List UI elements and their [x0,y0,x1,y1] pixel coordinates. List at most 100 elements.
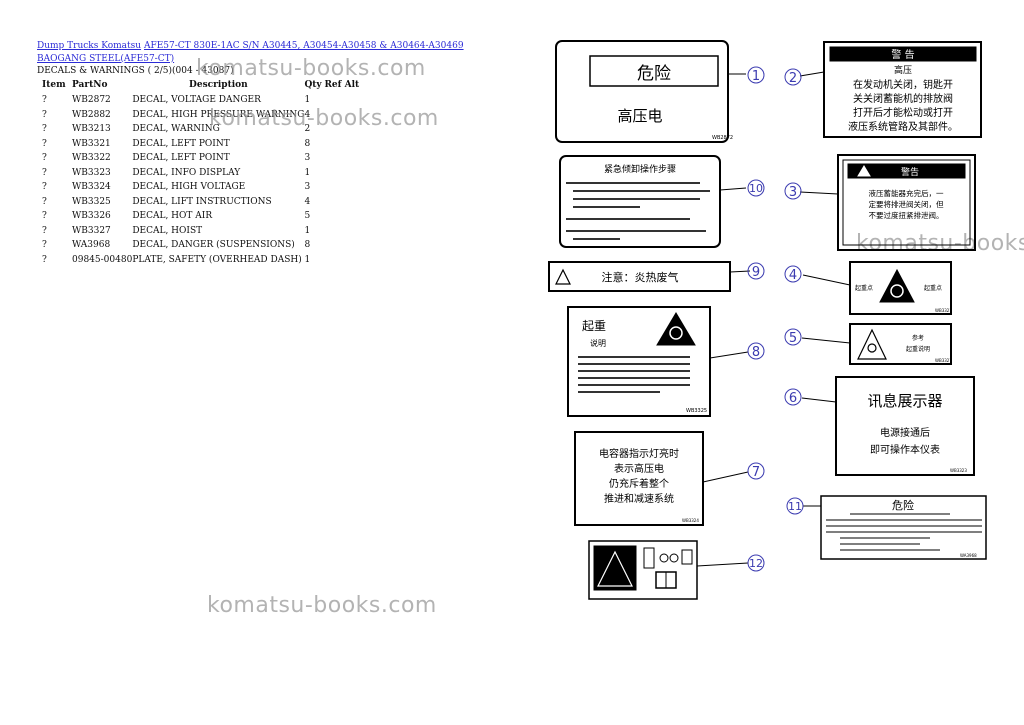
decal11-code: WA3968 [960,553,977,558]
decal1-code: WB2872 [712,135,733,141]
decal11-title: 危险 [892,498,914,512]
decal3-header: 警告 [901,166,919,178]
row-qty: 2 [304,124,311,135]
decal1-text: 高压电 [617,107,662,125]
row-description: DECAL, DANGER (SUSPENSIONS) [132,240,295,251]
svg-text:10: 10 [749,182,763,195]
row-partno: WB3323 [72,167,111,178]
decal9-text: 注意：炎热废气 [602,270,679,284]
callout-6: 6 [784,388,802,406]
decal5-code: WB3327 [935,358,952,363]
row-qty: 1 [304,254,311,265]
row-partno: WB3325 [72,196,111,207]
row-description: DECAL, HOT AIR [132,211,213,222]
row-qty: 8 [304,138,311,149]
decal2-line4: 液压系统管路及其部件。 [848,120,958,133]
svg-text:2: 2 [789,71,797,86]
row-item: ? [42,95,47,106]
decal-info-display: 讯息展示器 电源接通后 即可操作本仪表 WB3323 [801,376,975,476]
callout-5: 5 [784,328,802,346]
decal7-line2: 表示高压电 [614,462,664,475]
col-refalt: Ref Alt [324,80,360,90]
parts-table: Item PartNo Description Qty Ref Alt ?WB2… [37,79,359,267]
decal-drawing: 危险 高压电 WB2872 警 告 高压 在发动机关闭，钥匙开 关关闭蓄能机的排… [548,40,987,600]
decal1-title: 危险 [637,64,671,84]
row-item: ? [42,167,47,178]
row-description: DECAL, HIGH VOLTAGE [132,182,246,193]
decal6-line1: 讯息展示器 [867,392,942,410]
decal4-left: 起重点 [855,284,873,292]
svg-text:3: 3 [789,185,797,200]
callout-1: 1 [747,66,765,84]
row-partno: WB2872 [72,95,111,106]
row-qty: 4 [304,196,311,207]
row-description: PLATE, SAFETY (OVERHEAD DASH) [132,254,302,265]
decal7-line1: 电容器指示灯亮时 [599,447,679,460]
decal7-line3: 仍充斥着整个 [609,477,669,490]
col-item: Item [42,80,66,90]
row-refalt [324,224,359,239]
svg-text:4: 4 [789,268,797,283]
row-item: ? [42,124,47,135]
decal2-header: 警 告 [891,48,914,61]
row-partno: WB3321 [72,138,111,149]
svg-text:5: 5 [789,331,797,346]
link-baogang[interactable]: BAOGANG STEEL(AFE57-CT) [37,53,175,64]
watermark: komatsu-books [856,231,1024,256]
decal6-line2: 电源接通后 [880,426,930,439]
callout-9: 9 [747,262,765,280]
decal2-sub: 高压 [894,64,912,76]
decal4-right: 起重点 [924,284,942,292]
row-qty: 8 [304,240,311,251]
svg-text:6: 6 [789,391,797,406]
row-refalt [324,253,359,268]
row-refalt [324,180,359,195]
link-dump-trucks[interactable]: Dump Trucks Komatsu [37,41,142,51]
row-item: ? [42,254,47,265]
decal-danger-suspensions: 危险 WA3968 [803,495,987,560]
decal8-sub: 说明 [590,338,606,348]
row-partno: WA3968 [72,240,111,251]
row-item: ? [42,153,47,164]
callout-3: 3 [784,182,802,200]
row-qty: 5 [304,211,311,222]
decal5-line2: 起重说明 [906,345,930,353]
watermark: komatsu-books.com [209,106,439,131]
callout-10: 10 [747,179,765,197]
decal-voltage-danger: 危险 高压电 WB2872 [555,40,746,143]
callout-12: 12 [747,554,765,572]
row-qty: 4 [304,109,311,120]
callout-7: 7 [747,462,765,480]
callout-8: 8 [747,342,765,360]
row-partno: 09845-00480 [72,254,133,265]
decal5-line1: 参考 [912,334,924,342]
callout-4: 4 [784,265,802,283]
decal7-code: WB3324 [682,518,699,523]
row-description: DECAL, LIFT INSTRUCTIONS [132,196,272,207]
row-qty: 3 [304,153,311,164]
row-partno: WB3327 [72,225,111,236]
row-refalt [324,238,359,253]
decal3-line1: 液压蓄能器充完后，一 [869,188,944,198]
row-description: DECAL, INFO DISPLAY [132,167,241,178]
watermark: komatsu-books.com [196,56,426,81]
row-description: DECAL, LEFT POINT [132,138,230,149]
row-refalt [324,137,359,152]
row-item: ? [42,109,47,120]
row-refalt [324,151,359,166]
decal-hot-air: 注意：炎热废气 [548,261,751,292]
row-item: ? [42,138,47,149]
decal6-code: WB3323 [950,468,967,473]
svg-text:9: 9 [752,265,760,280]
row-item: ? [42,225,47,236]
col-partno: PartNo [72,80,108,90]
link-model[interactable]: AFE57-CT 830E-1AC S/N A30445, A30454-A30… [143,41,464,51]
